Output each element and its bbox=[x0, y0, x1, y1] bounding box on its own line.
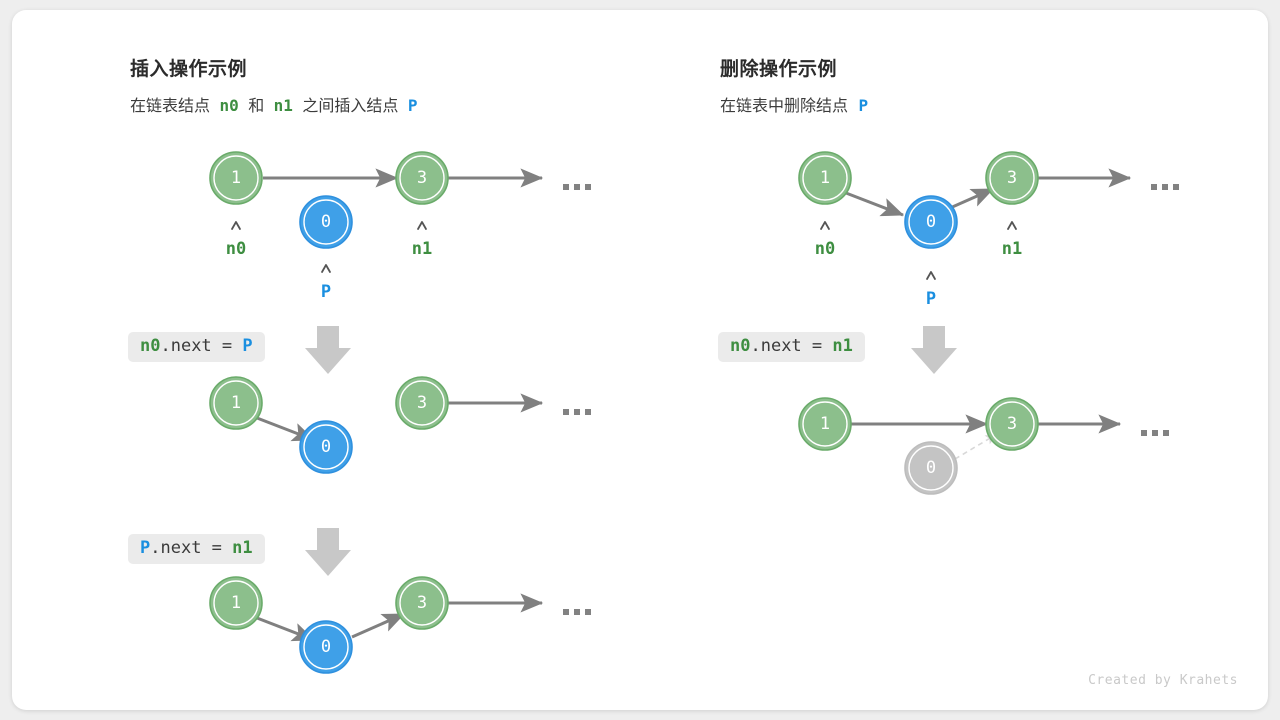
credit-text: Created by Krahets bbox=[1088, 673, 1238, 688]
step-down-arrow-1 bbox=[305, 326, 351, 374]
caret-icon-n1 bbox=[417, 221, 427, 230]
subtitle-text-3: 之间插入结点 bbox=[302, 98, 399, 115]
node-value: 3 bbox=[417, 393, 427, 413]
delete-panel-title: 删除操作示例 bbox=[720, 59, 838, 80]
node-value: 3 bbox=[1007, 414, 1017, 434]
delete-panel-subtitle: 在链表中删除结点 P bbox=[720, 92, 868, 116]
list-node-3: 3 bbox=[395, 576, 449, 630]
caret-icon-p bbox=[926, 271, 936, 280]
list-node-1: 1 bbox=[209, 376, 263, 430]
arrow-p-to-n1 bbox=[351, 612, 406, 639]
subtitle-text-2: 和 bbox=[248, 98, 265, 115]
code-token-value: n1 bbox=[832, 336, 853, 356]
code-token-middle: .next = bbox=[160, 336, 243, 356]
ellipsis-icon bbox=[1151, 184, 1179, 190]
caret-icon-p bbox=[321, 264, 331, 273]
node-value: 1 bbox=[820, 168, 830, 188]
code-token-target: P bbox=[140, 538, 151, 558]
subtitle-text-1: 在链表中删除结点 bbox=[720, 98, 849, 115]
node-value: 1 bbox=[820, 414, 830, 434]
caret-icon-n1 bbox=[1007, 221, 1017, 230]
arrow-n0-to-p bbox=[845, 191, 905, 217]
diagram-card: 插入操作示例 在链表结点 n0 和 n1 之间插入结点 P n0.next = … bbox=[12, 10, 1268, 710]
insert-row-initial: 1 n0 0 P 3 n1 bbox=[209, 151, 591, 302]
delete-row-initial: 1 n0 0 P 3 n1 bbox=[798, 151, 1179, 309]
subtitle-var-n1: n1 bbox=[273, 96, 293, 115]
code-token-value: P bbox=[242, 336, 253, 356]
subtitle-var-p: P bbox=[407, 96, 418, 115]
ellipsis-icon bbox=[563, 609, 591, 615]
node-value: 1 bbox=[231, 593, 241, 613]
list-node-p: 0 bbox=[299, 195, 353, 249]
list-node-1: 1 bbox=[798, 151, 852, 205]
insert-panel-title: 插入操作示例 bbox=[130, 59, 248, 80]
code-token-middle: .next = bbox=[750, 336, 833, 356]
list-node-p: 0 bbox=[299, 420, 353, 474]
ellipsis-icon bbox=[563, 409, 591, 415]
node-value: 1 bbox=[231, 168, 241, 188]
subtitle-text-1: 在链表结点 bbox=[130, 98, 211, 115]
insert-panel-subtitle: 在链表结点 n0 和 n1 之间插入结点 P bbox=[130, 92, 417, 116]
list-node-p: 0 bbox=[904, 195, 958, 249]
code-chip-n0-next-p: n0.next = P bbox=[128, 332, 265, 362]
list-node-3: 3 bbox=[985, 397, 1039, 451]
code-token-target: n0 bbox=[730, 336, 751, 356]
list-node-3: 3 bbox=[985, 151, 1039, 205]
node-value: 1 bbox=[231, 393, 241, 413]
node-value: 0 bbox=[321, 437, 331, 457]
node-value: 3 bbox=[417, 168, 427, 188]
list-node-1: 1 bbox=[209, 576, 263, 630]
code-chip-p-next-n1: P.next = n1 bbox=[128, 534, 265, 564]
list-node-3: 3 bbox=[395, 376, 449, 430]
node-value: 0 bbox=[321, 637, 331, 657]
code-token-target: n0 bbox=[140, 336, 161, 356]
node-value: 3 bbox=[1007, 168, 1017, 188]
subtitle-var-n0: n0 bbox=[219, 96, 239, 115]
step-down-arrow-delete bbox=[911, 326, 957, 374]
list-node-p: 0 bbox=[299, 620, 353, 674]
node-label-n1: n1 bbox=[412, 239, 432, 259]
node-label-p: P bbox=[926, 289, 936, 309]
subtitle-var-p: P bbox=[858, 96, 869, 115]
node-label-p: P bbox=[321, 282, 331, 302]
node-label-n0: n0 bbox=[226, 239, 246, 259]
caret-icon-n0 bbox=[231, 221, 241, 230]
insert-operation-panel: 插入操作示例 在链表结点 n0 和 n1 之间插入结点 P n0.next = … bbox=[12, 10, 662, 710]
node-label-n0: n0 bbox=[815, 239, 835, 259]
step-down-arrow-2 bbox=[305, 528, 351, 576]
insert-row-after-step-1: 1 0 3 bbox=[209, 376, 591, 474]
list-node-3: 3 bbox=[395, 151, 449, 205]
ellipsis-icon bbox=[563, 184, 591, 190]
node-value: 3 bbox=[417, 593, 427, 613]
code-token-value: n1 bbox=[232, 538, 253, 558]
node-label-n1: n1 bbox=[1002, 239, 1022, 259]
list-node-1: 1 bbox=[798, 397, 852, 451]
node-value: 0 bbox=[926, 458, 936, 478]
code-token-middle: .next = bbox=[150, 538, 233, 558]
caret-icon-n0 bbox=[820, 221, 830, 230]
list-node-1: 1 bbox=[209, 151, 263, 205]
code-chip-n0-next-n1: n0.next = n1 bbox=[718, 332, 865, 362]
linked-list-graphics: 1 n0 0 P 3 n1 bbox=[209, 151, 1179, 674]
ellipsis-icon bbox=[1141, 430, 1169, 436]
node-value: 0 bbox=[321, 212, 331, 232]
list-node-deleted: 0 bbox=[904, 441, 958, 495]
insert-row-after-step-2: 1 0 3 bbox=[209, 576, 591, 674]
node-value: 0 bbox=[926, 212, 936, 232]
delete-operation-panel: 删除操作示例 在链表中删除结点 P n0.next = n1 bbox=[662, 10, 1268, 710]
delete-row-after: 1 0 3 bbox=[798, 397, 1169, 495]
